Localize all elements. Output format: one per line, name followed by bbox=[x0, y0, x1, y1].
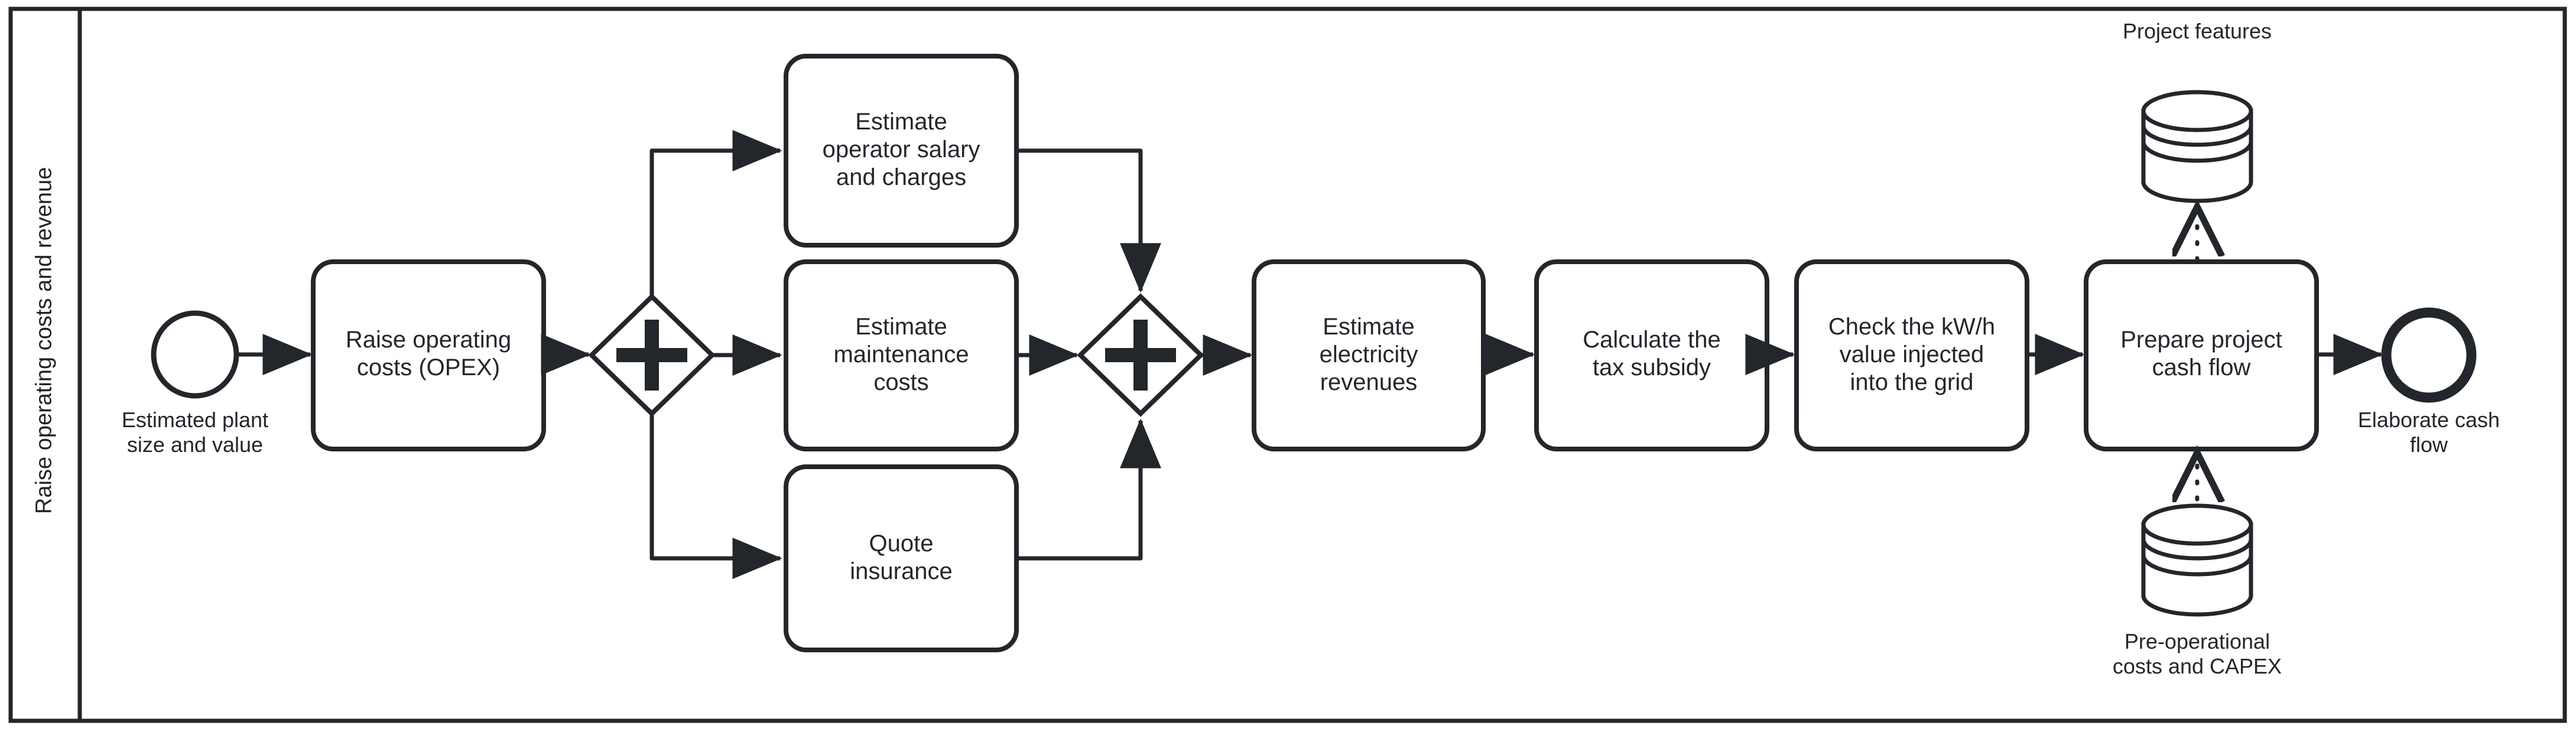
task-label-calculate-tax-subsidy: Calculate the tax subsidy bbox=[1583, 327, 1721, 381]
lane-title: Raise operating costs and revenue bbox=[31, 167, 57, 514]
data-store-project-features[interactable] bbox=[2141, 90, 2253, 203]
task-label-estimate-electricity-revenues: Estimate electricity revenues bbox=[1319, 314, 1418, 396]
data-store-pre-operational-costs-capex[interactable] bbox=[2141, 503, 2253, 617]
task-label-quote-insurance: Quote insurance bbox=[850, 531, 953, 585]
task-label-prepare-project-cash-flow: Prepare project cash flow bbox=[2120, 327, 2282, 381]
start-event[interactable] bbox=[151, 310, 239, 399]
flow-salary-to-join bbox=[1016, 148, 1161, 293]
data-store-label-pre-operational-costs-capex: Pre-operational costs and CAPEX bbox=[2112, 629, 2282, 679]
start-event-label: Estimated plant size and value bbox=[121, 408, 269, 457]
task-label-check-kwh-value: Check the kW/h value injected into the g… bbox=[1828, 314, 1996, 396]
task-label-estimate-operator-salary: Estimate operator salary and charges bbox=[822, 109, 980, 191]
flow-split-to-salary bbox=[649, 130, 782, 297]
task-label-raise-opex: Raise operating costs (OPEX) bbox=[345, 327, 512, 381]
task-label-estimate-maintenance-costs: Estimate maintenance costs bbox=[833, 314, 969, 396]
end-event-label: Elaborate cash flow bbox=[2357, 408, 2500, 457]
data-store-label-project-features: Project features bbox=[2122, 19, 2272, 43]
parallel-gateway-join[interactable] bbox=[1077, 293, 1204, 417]
end-event[interactable] bbox=[2381, 307, 2477, 403]
flow-insurance-to-join bbox=[1016, 418, 1161, 561]
flow-split-to-insurance bbox=[649, 414, 782, 579]
parallel-gateway-split[interactable] bbox=[588, 293, 716, 417]
